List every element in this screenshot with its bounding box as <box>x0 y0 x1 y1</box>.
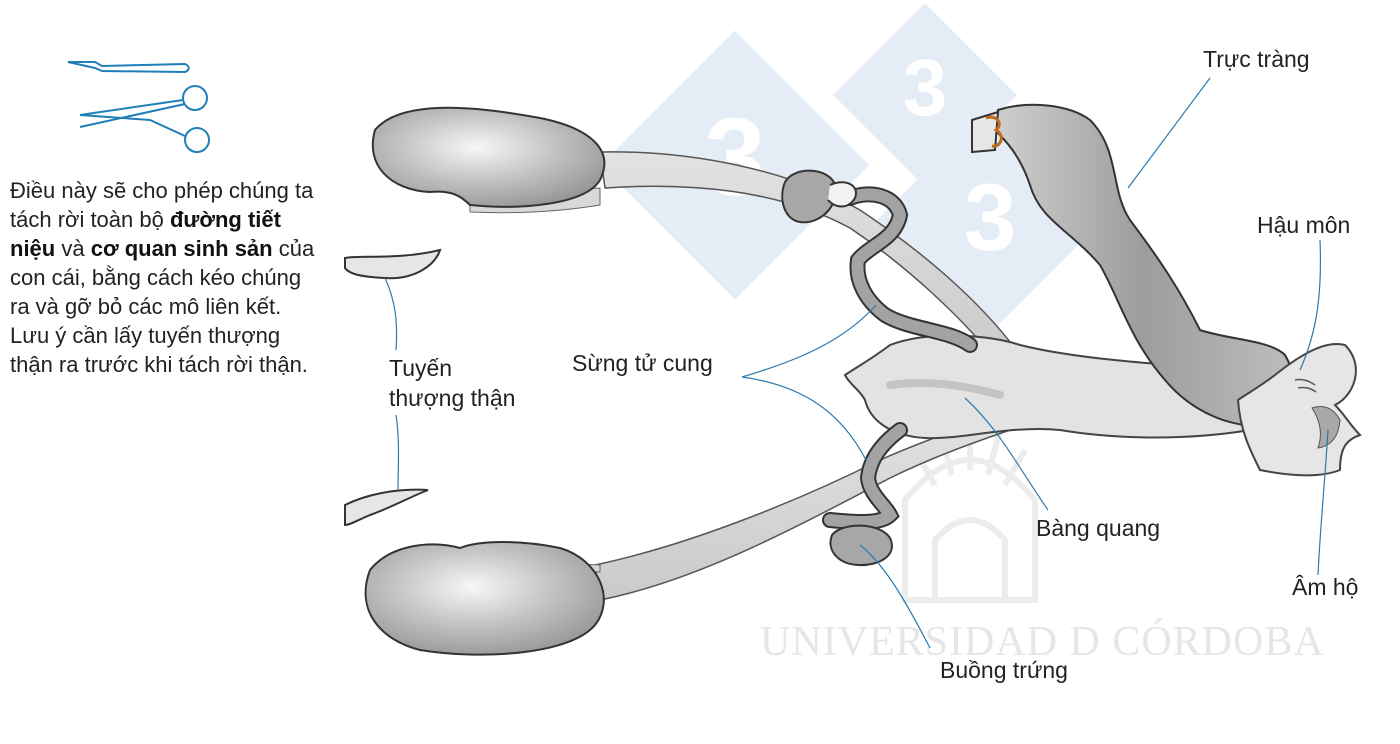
leader-anus <box>1299 239 1322 371</box>
kidney-upper <box>371 106 606 208</box>
label-adrenal-line1: Tuyến <box>389 355 453 381</box>
scissors-icon <box>79 85 210 153</box>
label-anus: Hậu môn <box>1257 212 1351 238</box>
leader-rectum <box>1127 77 1211 189</box>
kidney-lower <box>364 541 605 656</box>
leader-lines <box>384 77 1329 649</box>
description-text: của con cái, bằng cách kéo chúng ra và g… <box>10 236 315 377</box>
scalpel-icon <box>67 61 190 74</box>
watermark-logo: 3 3 3 <box>600 3 1104 603</box>
ovary-upper <box>781 169 837 224</box>
adrenal-gland-upper <box>344 248 442 280</box>
label-adrenal-line2: thượng thận <box>389 385 516 411</box>
watermark-number: 3 <box>903 43 948 132</box>
ureter-lower <box>594 411 1017 601</box>
term-reproductive-organs: cơ quan sinh sản <box>90 236 273 261</box>
description-text: và <box>55 236 91 261</box>
leader-ovary <box>859 544 931 649</box>
watermark-number: 3 <box>964 165 1017 271</box>
leader-vulva <box>1317 429 1329 576</box>
label-ovary: Buồng trứng <box>940 657 1068 683</box>
adrenal-gland-lower <box>344 488 429 527</box>
leader-adrenal-upper <box>384 277 398 351</box>
watermark-number: 3 <box>704 96 765 219</box>
watermark-institution: UNIVERSIDAD D CÓRDOBA <box>760 619 1325 665</box>
leader-bladder <box>964 397 1049 511</box>
leader-uterine-horn-lower <box>741 376 867 461</box>
procedure-description: Điều này sẽ cho phép chúng ta tách rời t… <box>10 176 320 379</box>
label-vulva: Âm hộ <box>1292 574 1359 600</box>
label-rectum: Trực tràng <box>1203 46 1310 72</box>
leader-uterine-horn-upper <box>741 304 877 378</box>
term-urinary-tract: đường tiết niệu <box>10 207 281 261</box>
label-bladder: Bàng quang <box>1036 515 1161 541</box>
label-uterine-horn: Sừng tử cung <box>572 350 713 376</box>
description-text: Điều này sẽ cho phép chúng ta tách rời t… <box>10 178 314 232</box>
leader-adrenal-lower <box>395 414 400 491</box>
